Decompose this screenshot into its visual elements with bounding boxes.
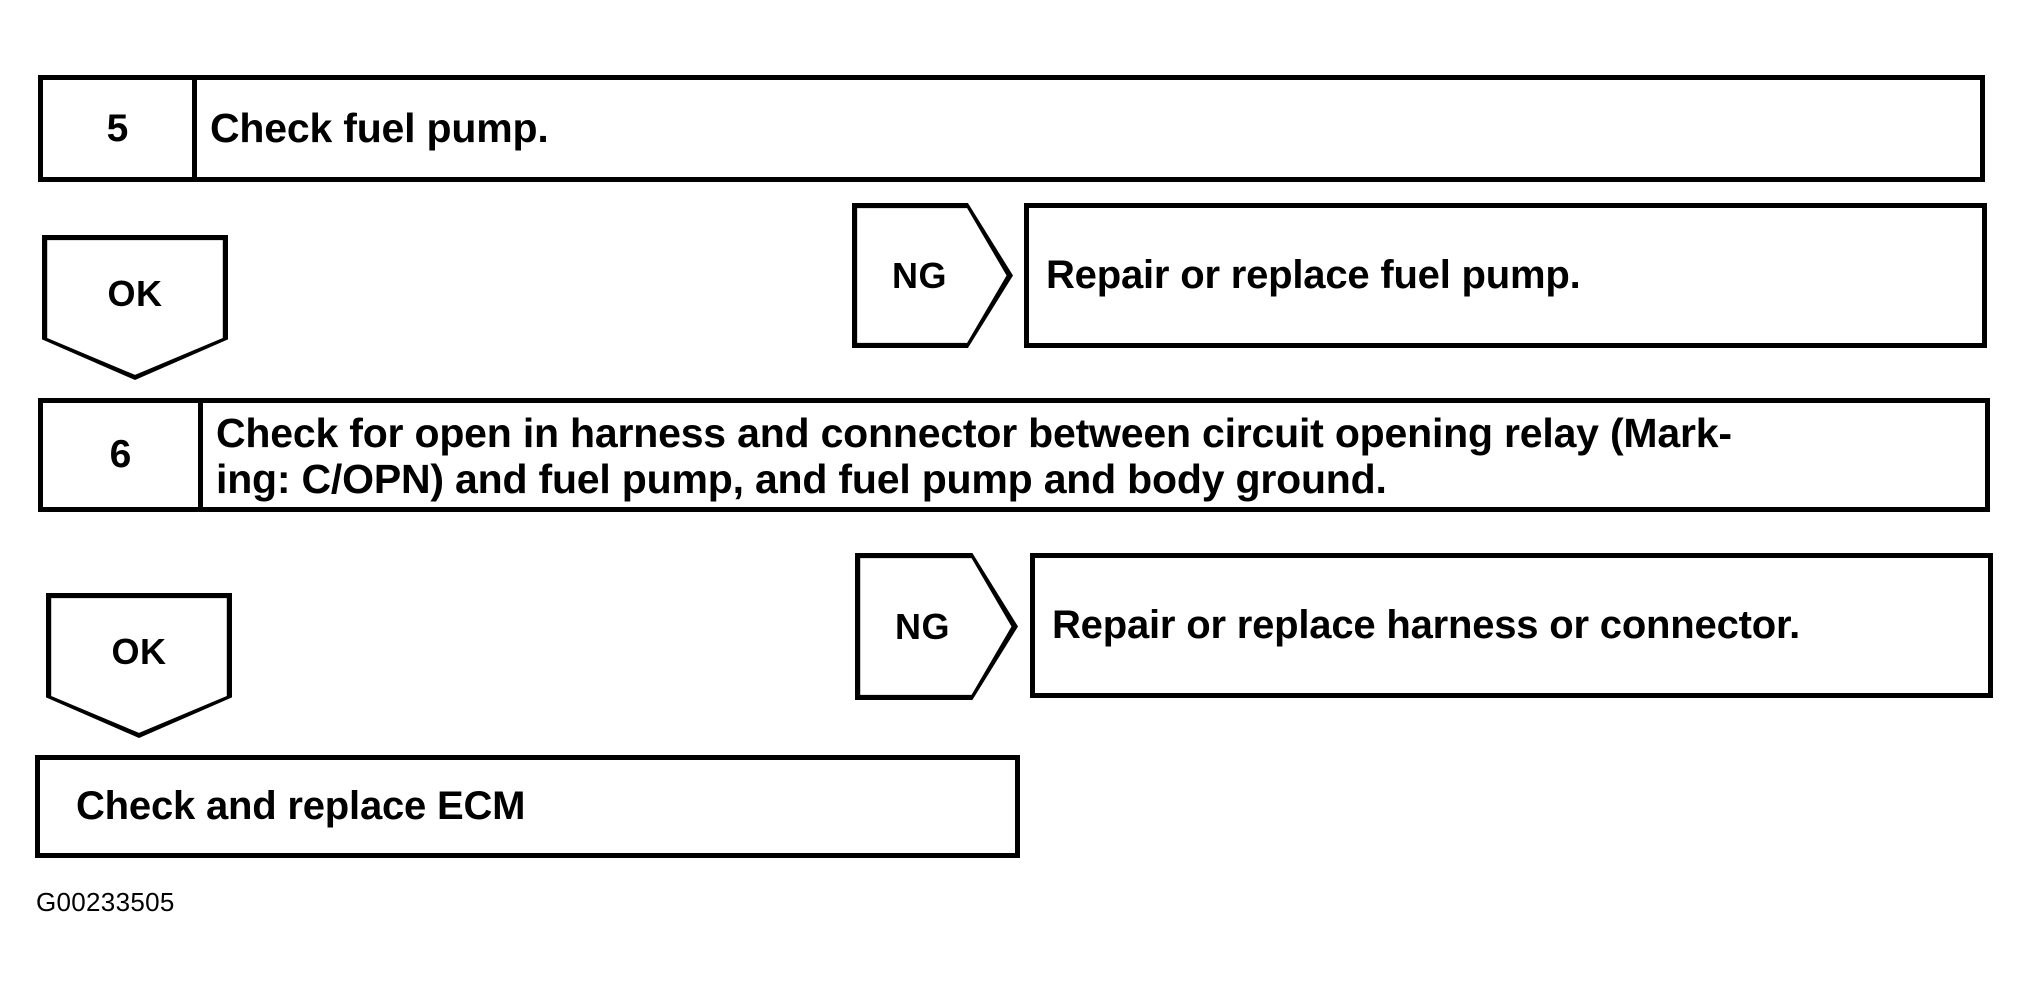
branch-5-ng-action-text: Repair or replace fuel pump. — [1046, 253, 1581, 297]
branch-5-ok-label: OK — [107, 273, 163, 314]
branch-5-ok-arrow: OK — [42, 235, 228, 380]
step-5-text: Check fuel pump. — [210, 104, 549, 151]
step-5-number: 5 — [43, 80, 197, 177]
branch-5-ng-action-box: Repair or replace fuel pump. — [1024, 203, 1987, 348]
terminal-ecm-text: Check and replace ECM — [76, 784, 526, 828]
branch-6-ng-arrow-inner: NG — [860, 558, 1012, 695]
branch-6-ng-label: NG — [895, 605, 950, 647]
step-5-box: 5 Check fuel pump. — [38, 75, 1985, 182]
branch-6-ng-action-text: Repair or replace harness or connector. — [1052, 603, 1801, 647]
figure-id-caption: G00233505 — [36, 887, 175, 917]
step-6-text-line-1: Check for open in harness and connector … — [216, 410, 1732, 456]
branch-5-ok-arrow-inner: OK — [47, 240, 223, 375]
step-6-text: Check for open in harness and connector … — [203, 403, 1985, 507]
step-6-number: 6 — [43, 403, 203, 507]
branch-5-ng-arrow-inner: NG — [857, 208, 1007, 343]
branch-6-ok-arrow: OK — [46, 593, 232, 738]
branch-6-ok-arrow-inner: OK — [51, 598, 227, 733]
branch-5-ng-arrow: NG — [852, 203, 1013, 348]
branch-5-ng-label: NG — [892, 254, 947, 296]
terminal-ecm-box: Check and replace ECM — [35, 755, 1020, 858]
branch-6-ng-arrow: NG — [855, 553, 1018, 700]
branch-6-ng-action-box: Repair or replace harness or connector. — [1030, 553, 1993, 698]
branch-6-ok-label: OK — [111, 631, 167, 672]
step-6-text-line-2: ing: C/OPN) and fuel pump, and fuel pump… — [216, 455, 1387, 502]
step-6-box: 6 Check for open in harness and connecto… — [38, 398, 1990, 512]
